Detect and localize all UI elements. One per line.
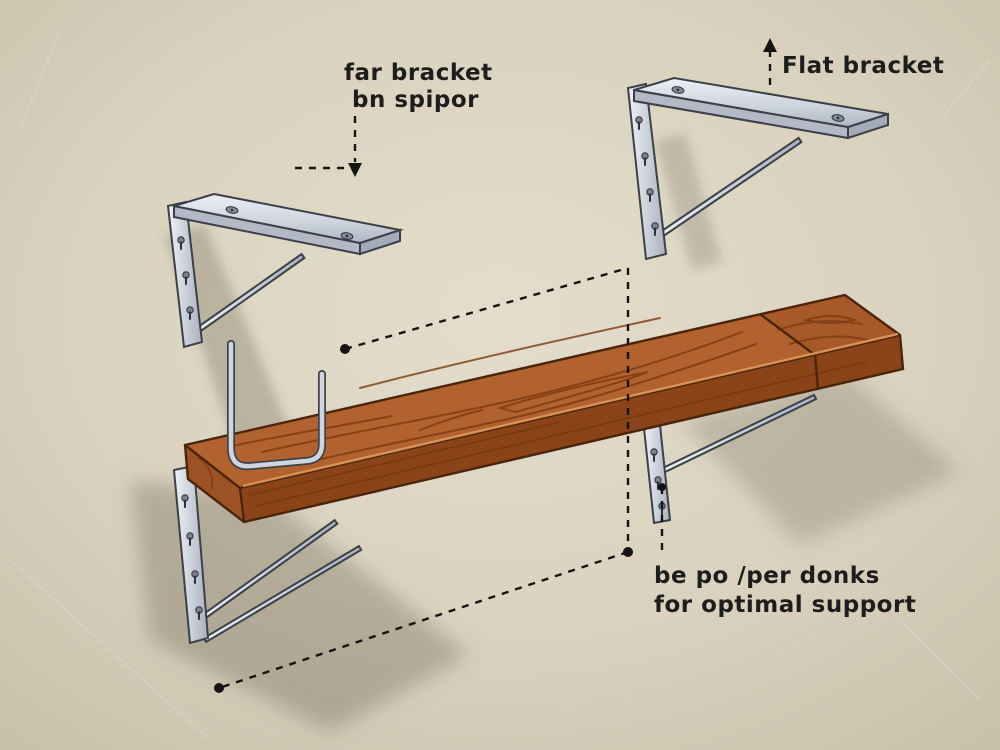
wood-grain-front xyxy=(197,361,867,507)
board-front-face xyxy=(240,335,903,522)
bracket-bottom-left xyxy=(172,464,363,645)
cast-shadows xyxy=(130,134,960,732)
label-bottom-right-line1: be po /per donks xyxy=(654,563,880,589)
bracket-wall-strip xyxy=(626,82,668,261)
callout-line xyxy=(218,550,629,690)
board-edge-highlight xyxy=(242,332,899,488)
bracket-plate-top xyxy=(633,76,889,129)
label-bottom-right-line2: for optimal support xyxy=(654,592,916,618)
arrow-up-icon xyxy=(763,38,777,52)
board-end-face xyxy=(185,445,244,522)
labels: far bracket bn spipor Flat bracket be po… xyxy=(344,53,944,618)
bracket-brace xyxy=(202,544,363,644)
annotation-lines xyxy=(214,38,777,693)
board-edges xyxy=(183,293,905,524)
board-top-face xyxy=(185,295,900,488)
bracket-top-left xyxy=(166,192,404,349)
wood-grain xyxy=(231,315,877,465)
wall-texture-streaks xyxy=(9,29,991,741)
callout-dot xyxy=(214,683,224,693)
bracket-top-right xyxy=(626,76,889,261)
label-top-right: Flat bracket xyxy=(782,53,944,79)
u-shaped-brace xyxy=(227,340,326,471)
arrow-down-icon xyxy=(348,163,362,177)
label-top-left-line1: far bracket xyxy=(344,60,493,86)
label-top-left-line2: bn spipor xyxy=(352,87,479,113)
shelf-board xyxy=(183,293,905,524)
